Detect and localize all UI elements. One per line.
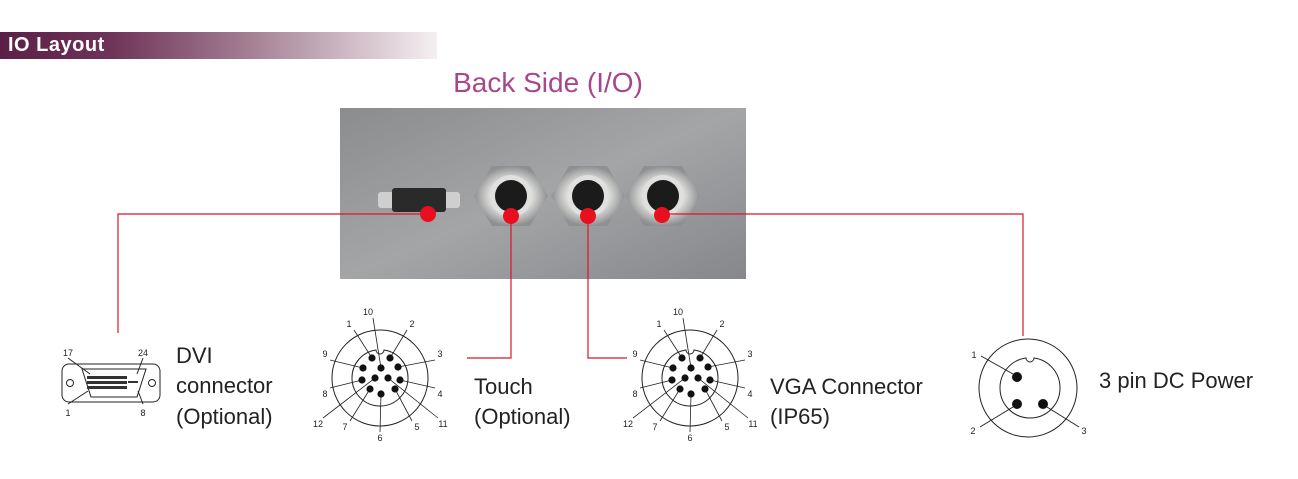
pin-label: 4 <box>437 389 442 399</box>
dvi-pin-label: 1 <box>65 408 70 418</box>
pin-label: 2 <box>719 319 724 329</box>
pin-dot <box>687 390 695 398</box>
dvi-pin-label: 8 <box>140 408 145 418</box>
pin-dot <box>704 363 712 371</box>
pin-dot <box>676 385 684 393</box>
vga-label: (IP65) <box>770 404 830 429</box>
pin-label: 7 <box>342 422 347 432</box>
pin-dot <box>668 376 676 384</box>
dc-marker-dot <box>654 207 670 223</box>
pin-label: 11 <box>748 419 757 429</box>
back-panel-photo <box>340 108 746 279</box>
pin-label: 10 <box>673 307 683 317</box>
pin-dot <box>687 364 695 372</box>
pin-label: 1 <box>346 319 351 329</box>
vga-marker-dot <box>580 208 596 224</box>
pin-dot <box>701 385 709 393</box>
pin-dot <box>694 374 702 382</box>
dc-pin-label: 2 <box>970 426 975 436</box>
pin-dot <box>706 376 714 384</box>
section-header: IO Layout <box>0 32 437 59</box>
dvi-label: DVI <box>176 343 213 368</box>
pin-label: 5 <box>724 422 729 432</box>
pin-label: 12 <box>623 419 633 429</box>
pin-label: 6 <box>377 433 382 443</box>
pin-dot <box>386 354 394 362</box>
dvi-label: connector <box>176 373 273 398</box>
pin-label: 11 <box>438 419 447 429</box>
pin-label: 3 <box>437 349 442 359</box>
dvi-pin-label: 17 <box>63 348 73 358</box>
pin-label: 5 <box>414 422 419 432</box>
pin-dot <box>368 354 376 362</box>
pin-dot <box>359 364 367 372</box>
pin-label: 9 <box>632 349 637 359</box>
pin-dot <box>669 364 677 372</box>
pin-label: 8 <box>322 389 327 399</box>
pin-dot <box>396 376 404 384</box>
touch-label: Touch <box>474 374 533 399</box>
dvi-port <box>378 188 460 212</box>
pin-dot <box>696 354 704 362</box>
pin-dot <box>366 385 374 393</box>
dc-power-port <box>626 166 700 226</box>
vga-port <box>551 166 625 226</box>
dvi-marker-dot <box>420 206 436 222</box>
pin-dot <box>394 363 402 371</box>
vga-label: VGA Connector <box>770 374 923 399</box>
dc-power-pinout <box>978 338 1080 438</box>
dvi-pinout <box>61 357 161 405</box>
pin-label: 9 <box>322 349 327 359</box>
pin-label: 12 <box>313 419 323 429</box>
dvi-pin-label: 24 <box>138 348 148 358</box>
pin-dot <box>681 374 689 382</box>
section-title: IO Layout <box>8 34 105 56</box>
pin-label: 6 <box>687 433 692 443</box>
pin-dot <box>358 376 366 384</box>
pin-label: 2 <box>409 319 414 329</box>
pin-label: 8 <box>632 389 637 399</box>
dc-power-label: 3 pin DC Power <box>1099 368 1253 393</box>
touch-port <box>474 166 548 226</box>
touch-label: (Optional) <box>474 404 571 429</box>
pin-dot <box>391 385 399 393</box>
dc-pin-label: 3 <box>1081 426 1086 436</box>
diagram-title: Back Side (I/O) <box>453 67 643 98</box>
pin-dot <box>371 374 379 382</box>
pin-label: 1 <box>656 319 661 329</box>
touch-marker-dot <box>503 208 519 224</box>
pin-dot <box>377 390 385 398</box>
pin-dot <box>377 364 385 372</box>
pin-label: 4 <box>747 389 752 399</box>
pin-label: 3 <box>747 349 752 359</box>
leader-lines <box>117 213 1024 359</box>
pin-dot <box>384 374 392 382</box>
dvi-label: (Optional) <box>176 404 273 429</box>
pin-label: 10 <box>363 307 373 317</box>
dc-pin-label: 1 <box>971 350 976 360</box>
pin-label: 7 <box>652 422 657 432</box>
pin-dot <box>678 354 686 362</box>
